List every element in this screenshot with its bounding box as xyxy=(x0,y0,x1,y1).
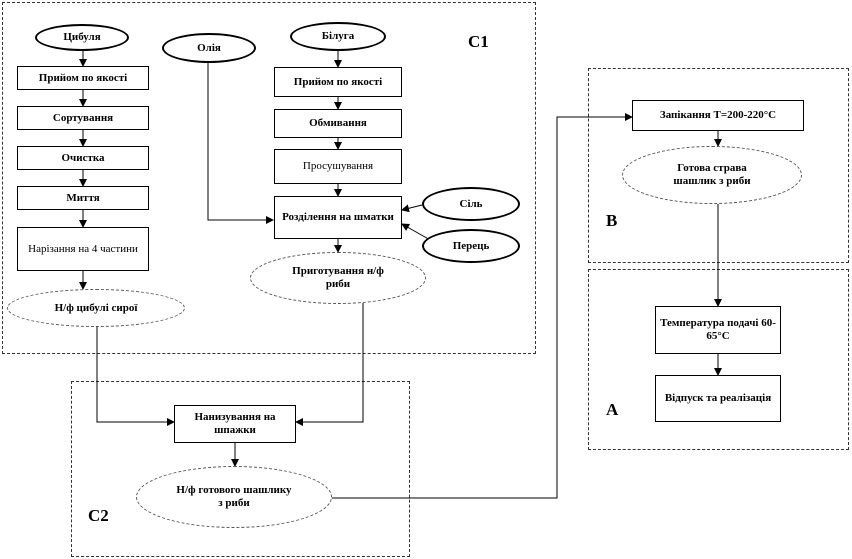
onion-semi-product: Н/ф цибулі сирої xyxy=(7,289,185,327)
zone-c1 xyxy=(2,2,536,354)
onion-step-receiving: Прийом по якості xyxy=(17,66,149,90)
input-salt: Сіль xyxy=(422,187,520,221)
input-pepper: Перець xyxy=(422,229,520,263)
zone-label-c2: С2 xyxy=(88,506,109,525)
split-into-pieces: Розділення на шматки xyxy=(274,196,402,239)
onion-step-peeling: Очистка xyxy=(17,146,149,170)
fish-semi-product: Приготування н/ф риби xyxy=(250,252,426,304)
onion-step-sorting: Сортування xyxy=(17,106,149,130)
serving-temperature: Температура подачі 60-65°С xyxy=(655,306,781,354)
zone-label-a: А xyxy=(606,400,619,419)
ready-dish: Готова страва шашлик з риби xyxy=(622,146,802,204)
baking: Запікання T=200-220°C xyxy=(632,100,804,131)
input-fish: Білуга xyxy=(290,22,386,51)
stringing-on-skewers: Нанизування на шпажки xyxy=(174,405,296,443)
fish-step-drying: Просушування xyxy=(274,149,402,184)
fish-step-receiving: Прийом по якості xyxy=(274,67,402,97)
zone-c2 xyxy=(71,381,410,557)
onion-step-cutting: Нарізання на 4 частини xyxy=(17,227,149,271)
fish-step-rinsing: Обмивання xyxy=(274,109,402,138)
zone-label-c1: С1 xyxy=(468,32,489,51)
input-oil: Олія xyxy=(162,33,256,63)
zone-label-b: B xyxy=(606,211,618,230)
release-and-sale: Відпуск та реалізація xyxy=(655,375,781,422)
kebab-semi-product: Н/ф готового шашлику з риби xyxy=(136,466,332,528)
onion-step-washing: Миття xyxy=(17,186,149,210)
input-onion: Цибуля xyxy=(35,24,129,51)
